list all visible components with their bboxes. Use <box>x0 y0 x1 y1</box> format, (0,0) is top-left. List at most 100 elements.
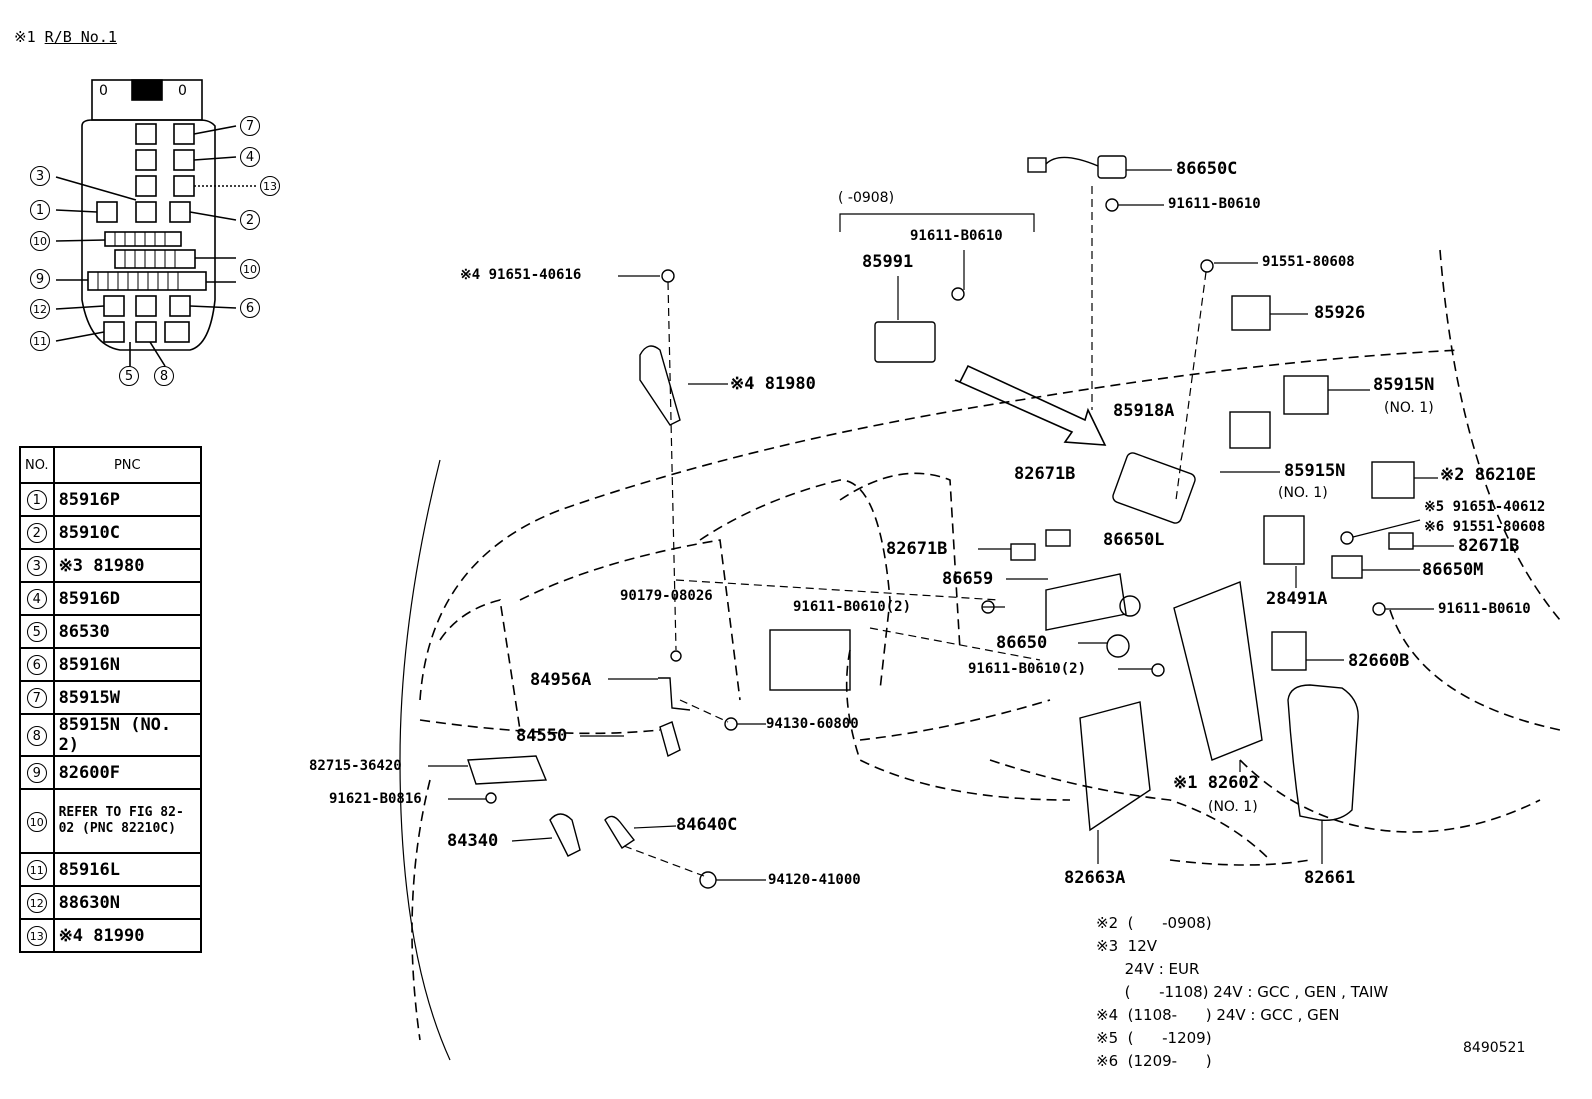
footnote: ※6 (1209- ) <box>1096 1052 1212 1070</box>
table-row: 3※3 81980 <box>19 548 203 583</box>
row-pnc: 85916D <box>52 581 203 616</box>
callout-5: 5 <box>119 366 139 386</box>
part-label-91611-b0610: 91611-B0610 <box>910 228 1003 244</box>
relay-block-mark-right: 0 <box>178 83 187 99</box>
part-label-91621-b0816: 91621-B0816 <box>329 791 422 807</box>
part-label-86210e: ※2 86210E <box>1440 465 1537 485</box>
row-no: 5 <box>26 622 47 642</box>
part-label-91551-80608: 91551-80608 <box>1262 254 1355 270</box>
row-no: 11 <box>26 860 47 880</box>
part-label-91611-b0610: 91611-B0610 <box>1168 196 1261 212</box>
part-label-no1: (NO. 1) <box>1208 799 1258 815</box>
dashboard-outline <box>411 249 1561 1041</box>
figure-id: 8490521 <box>1463 1040 1526 1056</box>
row-no: 13 <box>26 926 47 946</box>
part-label-86650: 86650 <box>996 633 1048 653</box>
part-label-90179-08026: 90179-08026 <box>620 588 713 604</box>
header-no: NO. <box>19 446 55 484</box>
table-header-row: NO. PNC <box>19 446 203 484</box>
part-label-86650m: 86650M <box>1422 560 1484 580</box>
row-pnc: ※3 81980 <box>52 548 203 583</box>
part-label-82602: ※1 82602 <box>1173 773 1259 793</box>
row-pnc: REFER TO FIG 82-02 (PNC 82210C) <box>52 788 203 854</box>
callout-13: 13 <box>260 176 280 196</box>
callout-1: 1 <box>30 200 50 220</box>
row-pnc: 86530 <box>52 614 203 649</box>
part-label-91651-40612: ※5 91651-40612 <box>1424 499 1546 515</box>
row-pnc: 85910C <box>52 515 203 550</box>
relay-block-title: ※1 R/B No.1 <box>14 28 117 46</box>
row-pnc: ※4 81990 <box>52 918 203 953</box>
header-pnc: PNC <box>52 446 203 484</box>
callout-3: 3 <box>30 166 50 186</box>
row-no: 4 <box>26 589 47 609</box>
part-label-82715-36420: 82715-36420 <box>309 758 402 774</box>
part-label-91611-b0610-2: 91611-B0610(2) <box>968 661 1087 677</box>
part-label-94120-41000: 94120-41000 <box>768 872 861 888</box>
row-no: 10 <box>26 811 47 832</box>
row-no: 12 <box>26 893 47 913</box>
row-pnc: 82600F <box>52 755 203 790</box>
row-no: 7 <box>26 688 47 708</box>
callout-2: 2 <box>240 210 260 230</box>
callout-8: 8 <box>154 366 174 386</box>
row-pnc: 85915W <box>52 680 203 715</box>
callout-10-left: 10 <box>30 231 50 251</box>
relay-block-drawing <box>55 79 258 367</box>
part-label-82660b: 82660B <box>1348 651 1410 671</box>
callout-10-right: 10 <box>240 259 260 279</box>
part-label-94130-60800: 94130-60800 <box>766 716 859 732</box>
part-label-86650c: 86650C <box>1176 159 1238 179</box>
row-no: 2 <box>26 523 47 543</box>
callout-7: 7 <box>240 116 260 136</box>
dashed-lines <box>623 186 1207 877</box>
part-label-82671b: 82671B <box>886 539 948 559</box>
row-pnc: 88630N <box>52 885 203 920</box>
footnote: ※3 12V <box>1096 937 1157 955</box>
callout-6: 6 <box>240 298 260 318</box>
part-label-86650l: 86650L <box>1103 530 1165 550</box>
row-no: 6 <box>26 655 47 675</box>
part-label-91551-80608: ※6 91551-80608 <box>1424 519 1546 535</box>
part-label-84550: 84550 <box>516 726 568 746</box>
part-label-85915n: 85915N <box>1284 461 1346 481</box>
part-label-28491a: 28491A <box>1266 589 1328 609</box>
direction-arrow <box>954 364 1107 446</box>
callout-4: 4 <box>240 147 260 167</box>
part-label-85918a: 85918A <box>1113 401 1175 421</box>
part-label-84956a: 84956A <box>530 670 592 690</box>
row-no: 1 <box>26 490 47 510</box>
part-label-no1: (NO. 1) <box>1278 485 1328 501</box>
part-label-82663a: 82663A <box>1064 868 1126 888</box>
part-label-86659: 86659 <box>942 569 994 589</box>
part-label-91611-b0610: 91611-B0610 <box>1438 601 1531 617</box>
leader-lines <box>428 169 1454 881</box>
part-label-91611-b0610-2: 91611-B0610(2) <box>793 599 912 615</box>
row-pnc: 85915N (NO. 2) <box>52 713 203 757</box>
footnotes: ※2 ( -0908) ※3 12V 24V : EUR ( -1108) 24… <box>1096 912 1388 1073</box>
part-label-85991: 85991 <box>862 252 914 272</box>
footnote: 24V : EUR <box>1096 960 1200 978</box>
callout-11: 11 <box>30 331 50 351</box>
part-label-84340: 84340 <box>447 831 499 851</box>
callout-12: 12 <box>30 299 50 319</box>
row-pnc: 85916P <box>52 482 203 517</box>
row-no: 8 <box>26 725 47 746</box>
table-row: 13※4 81990 <box>19 918 203 953</box>
relay-block-mark-left: 0 <box>99 83 108 99</box>
part-label-no1: (NO. 1) <box>1384 400 1434 416</box>
footnote: ※5 ( -1209) <box>1096 1029 1212 1047</box>
row-no: 3 <box>26 556 47 576</box>
part-label-81980: ※4 81980 <box>730 374 816 394</box>
